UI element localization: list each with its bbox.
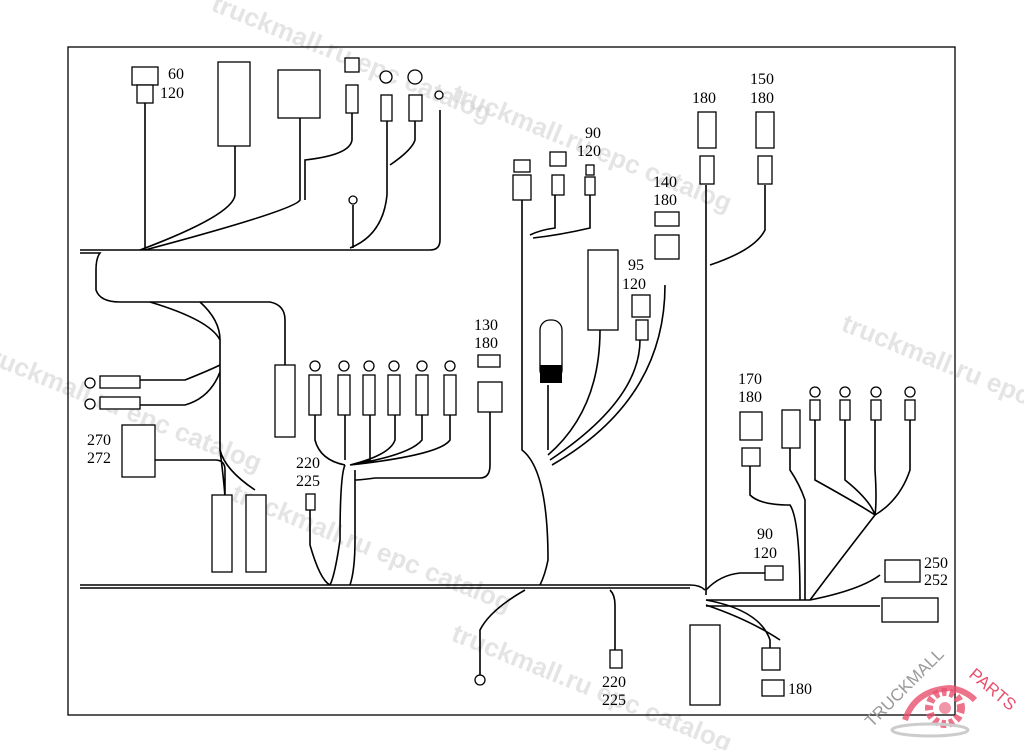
connector	[761, 679, 785, 697]
connector	[884, 559, 921, 583]
terminal	[407, 69, 423, 85]
terminal	[434, 90, 444, 100]
connector	[99, 396, 141, 410]
connector	[512, 174, 532, 201]
truckmall-logo: TRUCKMALL PARTS	[861, 645, 1020, 738]
label-250: 250	[924, 555, 948, 572]
logo-text-accent: PARTS	[965, 665, 1019, 715]
connector	[380, 94, 393, 122]
label-220: 220	[602, 674, 626, 691]
terminal	[84, 377, 96, 389]
connector	[136, 84, 154, 104]
connector	[345, 84, 359, 114]
connector	[881, 597, 939, 623]
label-90: 90	[585, 125, 601, 142]
connector	[408, 94, 423, 122]
connector	[584, 176, 596, 196]
connector	[477, 354, 501, 368]
connector	[477, 381, 503, 413]
terminal	[379, 70, 393, 84]
terminal	[84, 398, 96, 410]
connector	[609, 649, 623, 669]
connectors	[84, 57, 939, 706]
label-225: 225	[296, 473, 320, 490]
connector	[741, 447, 761, 467]
ring-terminal	[474, 674, 486, 686]
connector	[344, 57, 360, 73]
label-270: 270	[87, 432, 111, 449]
connector	[739, 411, 763, 441]
connector	[131, 66, 159, 86]
part-labels: 60 120 90 120 180 150 180 140 180 95 120…	[87, 66, 948, 709]
label-120: 120	[160, 85, 184, 102]
label-150: 150	[750, 71, 774, 88]
connector	[654, 211, 680, 227]
connector	[654, 234, 680, 260]
connector	[277, 69, 321, 119]
watermark: truckmall.ru epc catalog	[228, 478, 517, 618]
sensor-body	[540, 365, 562, 383]
connector	[781, 409, 801, 449]
connector	[689, 624, 721, 706]
terminal-row-right	[809, 386, 916, 421]
connector	[211, 494, 233, 573]
watermark: truckmall.ru epc catalog	[838, 308, 1024, 448]
label-180: 180	[788, 681, 812, 698]
connector	[245, 494, 267, 573]
connector	[761, 647, 781, 671]
connector	[699, 155, 715, 185]
label-252: 252	[924, 572, 948, 589]
connector	[631, 294, 651, 318]
connector	[549, 151, 567, 167]
connector	[99, 375, 141, 389]
connector	[697, 111, 717, 149]
connector	[217, 61, 251, 147]
connector	[757, 155, 773, 185]
connector	[755, 111, 775, 149]
label-170: 170	[738, 371, 762, 388]
label-120: 120	[753, 545, 777, 562]
label-95: 95	[628, 257, 644, 274]
connector	[274, 364, 296, 438]
terminal-row	[308, 360, 457, 416]
label-140: 140	[653, 174, 677, 191]
label-120: 120	[622, 276, 646, 293]
label-180: 180	[474, 335, 498, 352]
label-220: 220	[296, 455, 320, 472]
label-180: 180	[738, 389, 762, 406]
frame	[67, 46, 956, 716]
label-60: 60	[168, 66, 184, 83]
connector	[305, 493, 316, 511]
label-225: 225	[602, 692, 626, 709]
label-180: 180	[653, 192, 677, 209]
connector	[121, 424, 156, 478]
label-180: 180	[750, 90, 774, 107]
connector	[635, 319, 649, 341]
ring-terminal	[348, 195, 358, 205]
connector	[551, 174, 565, 196]
label-130: 130	[474, 317, 498, 334]
connector	[513, 159, 531, 173]
label-90: 90	[757, 526, 773, 543]
label-180: 180	[692, 90, 716, 107]
connector	[764, 565, 784, 581]
label-272: 272	[87, 450, 111, 467]
connector	[587, 249, 619, 331]
connector	[585, 164, 595, 176]
wires	[80, 100, 911, 675]
label-120: 120	[577, 143, 601, 160]
